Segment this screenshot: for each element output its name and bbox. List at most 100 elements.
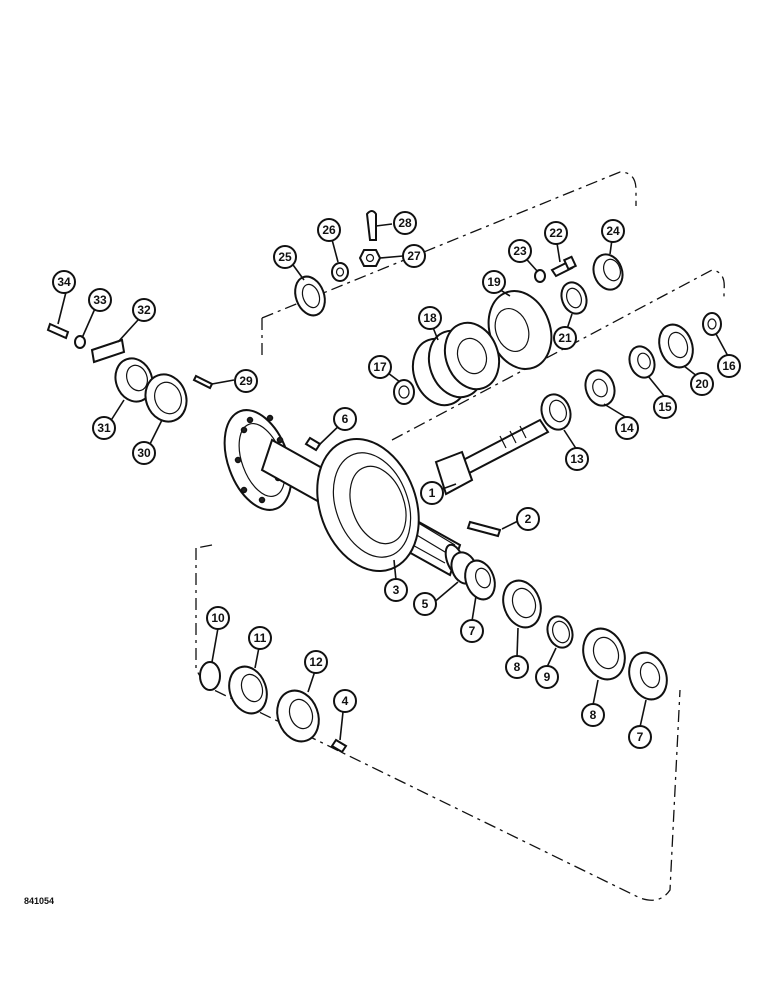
svg-text:26: 26 [322, 223, 336, 237]
callout-19: 19 [482, 270, 506, 294]
svg-text:23: 23 [513, 244, 527, 258]
spacer-17 [393, 379, 415, 405]
callout-21: 21 [553, 326, 577, 350]
cup-21 [560, 281, 588, 315]
callout-15: 15 [653, 395, 677, 419]
ring-gear-group-line [195, 544, 213, 549]
spacer-14 [584, 369, 616, 407]
bearing-12 [276, 689, 320, 743]
axle-shaft-flange [223, 409, 293, 511]
callout-18: 18 [418, 306, 442, 330]
lower-group-boundary [195, 548, 681, 901]
callout-2: 2 [516, 507, 540, 531]
cup-8-lower [582, 627, 626, 681]
callout-28: 28 [393, 211, 417, 235]
cup-20 [658, 323, 694, 369]
pin-29 [192, 374, 214, 390]
washer-30 [144, 373, 188, 423]
spacer-9 [546, 615, 574, 649]
svg-text:24: 24 [606, 224, 620, 238]
figure-number: 841054 [24, 896, 55, 906]
svg-text:31: 31 [97, 421, 111, 435]
svg-text:13: 13 [570, 452, 584, 466]
callout-34: 34 [52, 270, 76, 294]
ring-10 [199, 661, 221, 691]
svg-text:30: 30 [137, 446, 151, 460]
svg-text:3: 3 [393, 583, 400, 597]
svg-text:7: 7 [637, 730, 644, 744]
callout-23: 23 [508, 239, 532, 263]
svg-text:18: 18 [423, 311, 437, 325]
callout-13: 13 [565, 447, 589, 471]
pinion-shaft [434, 418, 550, 496]
bearing-7-upper [464, 559, 496, 601]
lock-32 [90, 338, 126, 364]
svg-text:8: 8 [514, 660, 521, 674]
pin-2 [466, 520, 502, 538]
svg-text:29: 29 [239, 374, 253, 388]
svg-text:17: 17 [373, 360, 387, 374]
nut-27 [358, 249, 382, 267]
upper-group-boundary [261, 171, 637, 360]
svg-text:6: 6 [342, 412, 349, 426]
callout-33: 33 [88, 288, 112, 312]
callout-4: 4 [333, 689, 357, 713]
callout-12: 12 [304, 650, 328, 674]
svg-text:15: 15 [658, 400, 672, 414]
svg-text:33: 33 [93, 293, 107, 307]
washer-26 [331, 262, 349, 282]
callout-17: 17 [368, 355, 392, 379]
shims-18 [411, 321, 501, 407]
washer-23 [534, 269, 546, 283]
svg-text:34: 34 [57, 275, 71, 289]
bearing-15 [628, 345, 656, 379]
svg-text:12: 12 [309, 655, 323, 669]
svg-text:19: 19 [487, 275, 501, 289]
callout-14: 14 [615, 416, 639, 440]
callout-6: 6 [333, 407, 357, 431]
nut-16 [702, 312, 722, 336]
callout-8-lower: 8 [581, 703, 605, 727]
cotter-pin-28 [365, 210, 377, 241]
svg-text:2: 2 [525, 512, 532, 526]
callout-22: 22 [544, 221, 568, 245]
callout-3: 3 [384, 578, 408, 602]
bearing-31 [114, 357, 154, 403]
svg-text:1: 1 [429, 486, 436, 500]
callout-31: 31 [92, 416, 116, 440]
pin-6 [304, 436, 322, 452]
bolt-22 [550, 255, 578, 278]
svg-text:25: 25 [278, 250, 292, 264]
callout-30: 30 [132, 441, 156, 465]
svg-text:21: 21 [558, 331, 572, 345]
seal-25 [294, 275, 326, 317]
svg-text:8: 8 [590, 708, 597, 722]
callout-24: 24 [601, 219, 625, 243]
callout-20: 20 [690, 372, 714, 396]
callout-8-upper: 8 [505, 655, 529, 679]
callout-27: 27 [402, 244, 426, 268]
callout-29: 29 [234, 369, 258, 393]
callout-25: 25 [273, 245, 297, 269]
washer-33 [74, 335, 86, 349]
svg-text:4: 4 [342, 694, 349, 708]
callout-7-upper: 7 [460, 619, 484, 643]
svg-text:10: 10 [211, 611, 225, 625]
callout-26: 26 [317, 218, 341, 242]
callout-7-lower: 7 [628, 725, 652, 749]
callout-32: 32 [132, 298, 156, 322]
pin-4 [330, 738, 348, 754]
callout-10: 10 [206, 606, 230, 630]
svg-text:28: 28 [398, 216, 412, 230]
callout-1: 1 [420, 481, 444, 505]
svg-text:32: 32 [137, 303, 151, 317]
callout-9: 9 [535, 665, 559, 689]
svg-text:5: 5 [422, 597, 429, 611]
callout-5: 5 [413, 592, 437, 616]
svg-text:14: 14 [620, 421, 634, 435]
retainer-19 [487, 290, 553, 370]
bearing-7-lower [628, 651, 668, 701]
svg-text:20: 20 [695, 377, 709, 391]
svg-text:11: 11 [254, 631, 267, 645]
